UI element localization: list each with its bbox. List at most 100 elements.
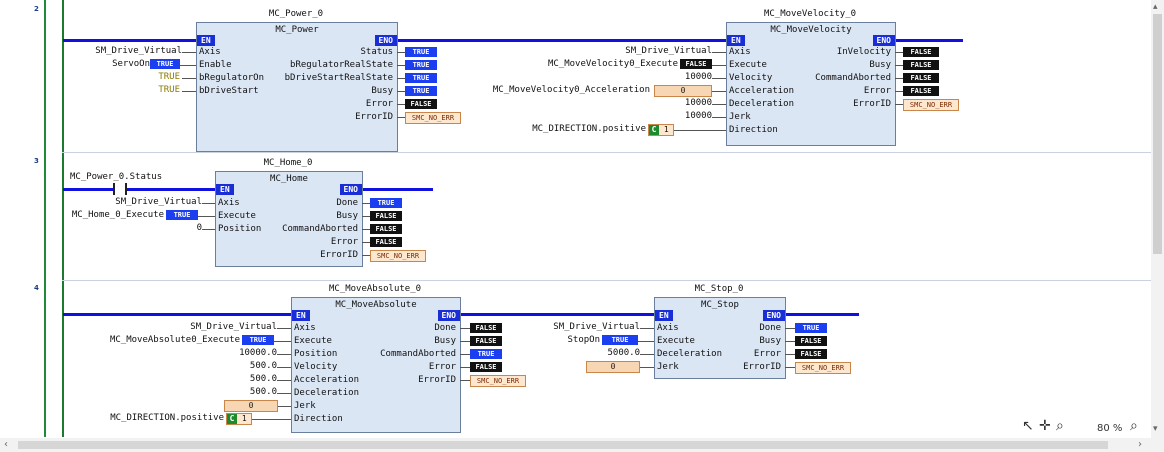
- axis-variable[interactable]: SM_Drive_Virtual: [553, 322, 640, 332]
- output-pin: CommandAborted: [815, 73, 891, 83]
- fb-mc-stop[interactable]: MC_Stop EN ENO Axis Execute Deceleration…: [654, 297, 786, 379]
- pin-wire: [895, 91, 903, 92]
- execute-variable[interactable]: MC_MoveVelocity0_Execute: [547, 59, 678, 69]
- constant-icon: C: [227, 414, 237, 424]
- fb-type-name: MC_MoveVelocity: [770, 25, 852, 35]
- scroll-down-icon[interactable]: ▾: [1153, 424, 1158, 434]
- input-pin: Acceleration: [729, 86, 795, 96]
- execute-value[interactable]: FALSE: [680, 59, 712, 69]
- en-pin: EN: [197, 35, 215, 46]
- execute-variable[interactable]: MC_MoveAbsolute0_Execute: [109, 335, 240, 345]
- horizontal-scrollbar[interactable]: ‹ ›: [0, 438, 1164, 452]
- input-pin: Axis: [729, 47, 751, 57]
- pin-wire: [277, 393, 291, 394]
- direction-value[interactable]: C 1: [648, 124, 674, 136]
- velocity-constant[interactable]: 500.0: [249, 361, 277, 371]
- fb-mc-home[interactable]: MC_Home EN ENO Axis Execute Position Don…: [215, 171, 363, 267]
- busy-value: TRUE: [405, 86, 437, 96]
- errorid-value: SMC_NO_ERR: [903, 99, 959, 111]
- axis-variable[interactable]: SM_Drive_Virtual: [115, 197, 202, 207]
- input-pin: Deceleration: [294, 388, 360, 398]
- network-rail: [62, 0, 64, 437]
- fb-mc-power[interactable]: MC_Power EN ENO Axis Enable bRegulatorOn…: [196, 22, 398, 152]
- scroll-right-icon[interactable]: ›: [1138, 439, 1142, 450]
- bregulatoron-constant[interactable]: TRUE: [158, 72, 180, 82]
- busy-value: FALSE: [795, 336, 827, 346]
- direction-value[interactable]: C 1: [226, 413, 252, 425]
- axis-variable[interactable]: SM_Drive_Virtual: [95, 46, 182, 56]
- input-pin: Axis: [218, 198, 240, 208]
- drivestart-state-value: TRUE: [405, 73, 437, 83]
- pin-wire: [460, 341, 470, 342]
- network-number: 3: [34, 157, 39, 165]
- horizontal-scroll-thumb[interactable]: [18, 441, 1108, 449]
- pin-wire: [460, 328, 470, 329]
- contact-variable[interactable]: MC_Power_0.Status: [70, 172, 163, 182]
- execute-variable[interactable]: MC_Home_0_Execute: [71, 210, 164, 220]
- zoom-level[interactable]: 80 %: [1097, 423, 1123, 434]
- network-number: 2: [34, 5, 39, 13]
- regulator-state-value: TRUE: [405, 60, 437, 70]
- scroll-up-icon[interactable]: ▴: [1153, 2, 1158, 12]
- input-pin: Deceleration: [729, 99, 795, 109]
- input-pin: Execute: [657, 336, 695, 346]
- deceleration-constant[interactable]: 10000: [684, 98, 712, 108]
- scroll-left-icon[interactable]: ‹: [4, 439, 8, 450]
- input-pin: Velocity: [729, 73, 773, 83]
- acceleration-constant[interactable]: 500.0: [249, 374, 277, 384]
- fb-mc-moveabsolute[interactable]: MC_MoveAbsolute EN ENO Axis Execute Posi…: [291, 297, 461, 433]
- eno-pin: ENO: [872, 35, 895, 46]
- enable-variable[interactable]: ServoOn: [112, 59, 150, 69]
- execute-value[interactable]: TRUE: [602, 335, 638, 345]
- commandaborted-value: TRUE: [470, 349, 502, 359]
- acceleration-variable[interactable]: MC_MoveVelocity0_Acceleration: [492, 85, 650, 95]
- execute-value[interactable]: TRUE: [242, 335, 274, 345]
- execute-variable[interactable]: StopOn: [567, 335, 600, 345]
- vertical-scroll-thumb[interactable]: [1153, 14, 1162, 254]
- input-pin: Position: [218, 224, 262, 234]
- bdrivestart-constant[interactable]: TRUE: [158, 85, 180, 95]
- input-pin: Execute: [218, 211, 256, 221]
- output-pin: Busy: [759, 336, 781, 346]
- position-constant[interactable]: 0: [196, 223, 202, 233]
- input-pin: Acceleration: [294, 375, 360, 385]
- eno-pin: ENO: [339, 184, 362, 195]
- axis-variable[interactable]: SM_Drive_Virtual: [625, 46, 712, 56]
- zoom-icon[interactable]: ⌕: [1056, 418, 1064, 434]
- commandaborted-value: FALSE: [370, 224, 402, 234]
- deceleration-constant[interactable]: 500.0: [249, 387, 277, 397]
- pin-wire: [182, 91, 196, 92]
- fb-instance-name: MC_Home_0: [263, 158, 313, 168]
- pin-wire: [182, 52, 196, 53]
- pin-wire: [397, 91, 405, 92]
- axis-variable[interactable]: SM_Drive_Virtual: [190, 322, 277, 332]
- error-value: FALSE: [903, 86, 939, 96]
- pointer-icon[interactable]: ↖: [1022, 418, 1034, 434]
- network-number: 4: [34, 284, 39, 292]
- pin-wire: [712, 78, 726, 79]
- fb-instance-name: MC_MoveVelocity_0: [763, 9, 857, 19]
- enable-value[interactable]: TRUE: [150, 59, 180, 69]
- velocity-constant[interactable]: 10000: [684, 72, 712, 82]
- output-pin: ErrorID: [853, 99, 891, 109]
- fb-mc-movevelocity[interactable]: MC_MoveVelocity EN ENO Axis Execute Velo…: [726, 22, 896, 146]
- position-constant[interactable]: 10000.0: [239, 348, 277, 358]
- deceleration-constant[interactable]: 5000.0: [607, 348, 640, 358]
- direction-variable[interactable]: MC_DIRECTION.positive: [532, 124, 646, 134]
- normally-open-contact[interactable]: [113, 183, 127, 195]
- fb-instance-name: MC_Stop_0: [694, 284, 744, 294]
- jerk-value[interactable]: 0: [586, 361, 640, 373]
- jerk-constant[interactable]: 10000: [684, 111, 712, 121]
- acceleration-value[interactable]: 0: [654, 85, 712, 97]
- execute-value[interactable]: TRUE: [166, 210, 198, 220]
- status-value: TRUE: [405, 47, 437, 57]
- vertical-scrollbar[interactable]: ▴ ▾: [1151, 0, 1164, 438]
- power-flow-wire: [63, 313, 859, 316]
- pin-wire: [362, 242, 370, 243]
- output-pin: Busy: [336, 211, 358, 221]
- jerk-value[interactable]: 0: [224, 400, 278, 412]
- en-pin: EN: [727, 35, 745, 46]
- zoom-options-icon[interactable]: ⌕: [1130, 418, 1138, 434]
- pan-icon[interactable]: ✛: [1039, 418, 1051, 434]
- direction-variable[interactable]: MC_DIRECTION.positive: [110, 413, 224, 423]
